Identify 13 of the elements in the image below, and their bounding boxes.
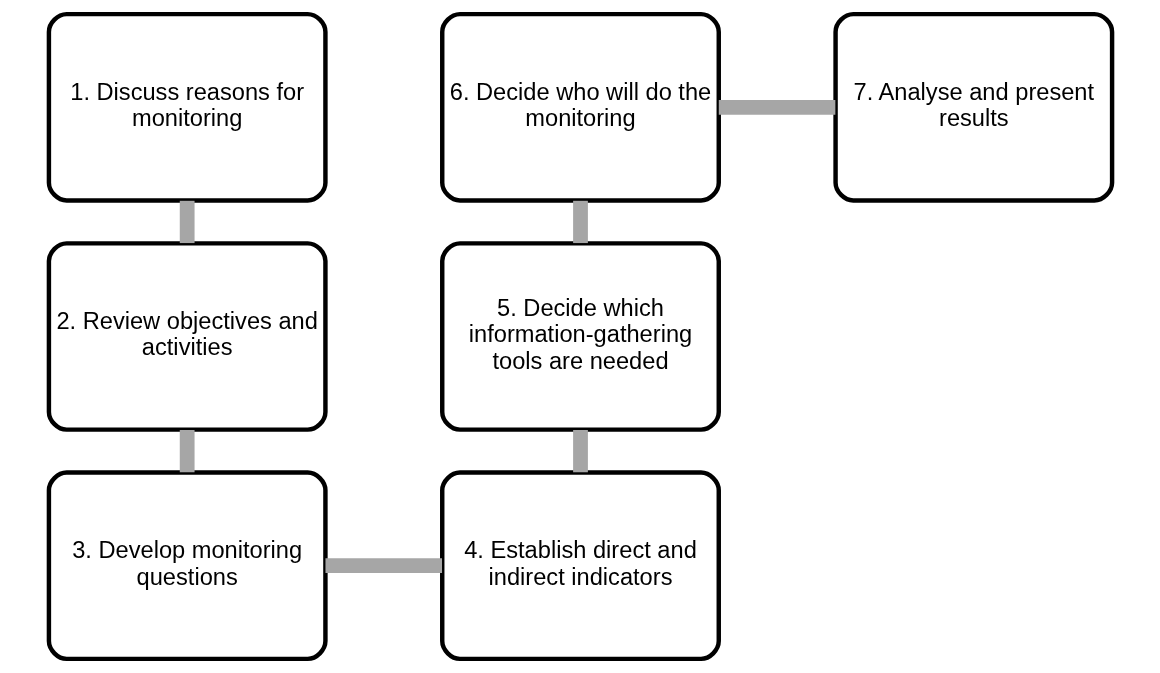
node-box: 1. Discuss reasons for monitoring	[46, 11, 328, 203]
connector	[179, 200, 195, 244]
connector	[324, 558, 442, 574]
node-box: 6. Decide who will do the monitoring	[439, 11, 721, 203]
node-box: 7. Analyse and present results	[832, 11, 1114, 203]
connector	[572, 430, 588, 473]
node-box: 3. Develop monitoring questions	[46, 470, 328, 662]
connector	[179, 430, 195, 473]
connector	[572, 200, 588, 244]
node-box: 5. Decide which information-gathering tools are needed	[439, 241, 721, 432]
node-box: 2. Review objectives and activities	[46, 241, 328, 432]
node-box: 4. Establish direct and indirect indicators	[439, 470, 721, 662]
connector	[718, 99, 835, 115]
